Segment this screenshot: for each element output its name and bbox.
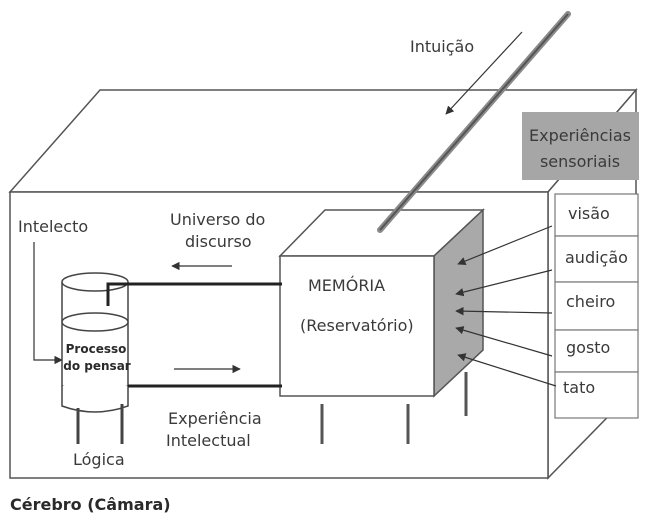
processo-line1: Processo bbox=[66, 342, 127, 356]
intuicao-arrow bbox=[445, 31, 523, 115]
intuicao-label: Intuição bbox=[410, 37, 474, 56]
memory-to-process-line bbox=[106, 282, 282, 306]
universo-line1: Universo do bbox=[170, 210, 265, 229]
sense-arrows bbox=[455, 225, 557, 387]
processo-line2: do pensar bbox=[63, 359, 131, 373]
intuicao-rod-core bbox=[379, 13, 569, 231]
experiencias-line2: sensoriais bbox=[540, 152, 620, 171]
processo-legs bbox=[76, 404, 124, 444]
experiencias-line1: Experiências bbox=[529, 126, 631, 145]
processo-cylinder bbox=[61, 272, 129, 413]
caption: Cérebro (Câmara) bbox=[10, 495, 171, 514]
intelecto-label: Intelecto bbox=[18, 217, 88, 236]
logica-label: Lógica bbox=[73, 450, 125, 469]
experiencia-line2: Intelectual bbox=[166, 431, 251, 450]
sense-audicao: audição bbox=[565, 248, 628, 267]
sense-visao: visão bbox=[568, 204, 610, 223]
experiencias-header-box bbox=[522, 112, 639, 180]
intelecto-connector bbox=[33, 242, 63, 365]
sense-cheiro: cheiro bbox=[566, 292, 615, 311]
memoria-legs bbox=[320, 372, 468, 444]
universo-line2: discurso bbox=[185, 232, 252, 251]
reservatorio-label: (Reservatório) bbox=[300, 316, 414, 335]
memoria-cube bbox=[278, 208, 485, 398]
senses-stack bbox=[554, 193, 639, 419]
experiencia-line1: Experiência bbox=[168, 409, 262, 428]
sense-tato: tato bbox=[563, 378, 595, 397]
memoria-label: MEMÓRIA bbox=[308, 276, 385, 295]
sense-gosto: gosto bbox=[566, 338, 610, 357]
